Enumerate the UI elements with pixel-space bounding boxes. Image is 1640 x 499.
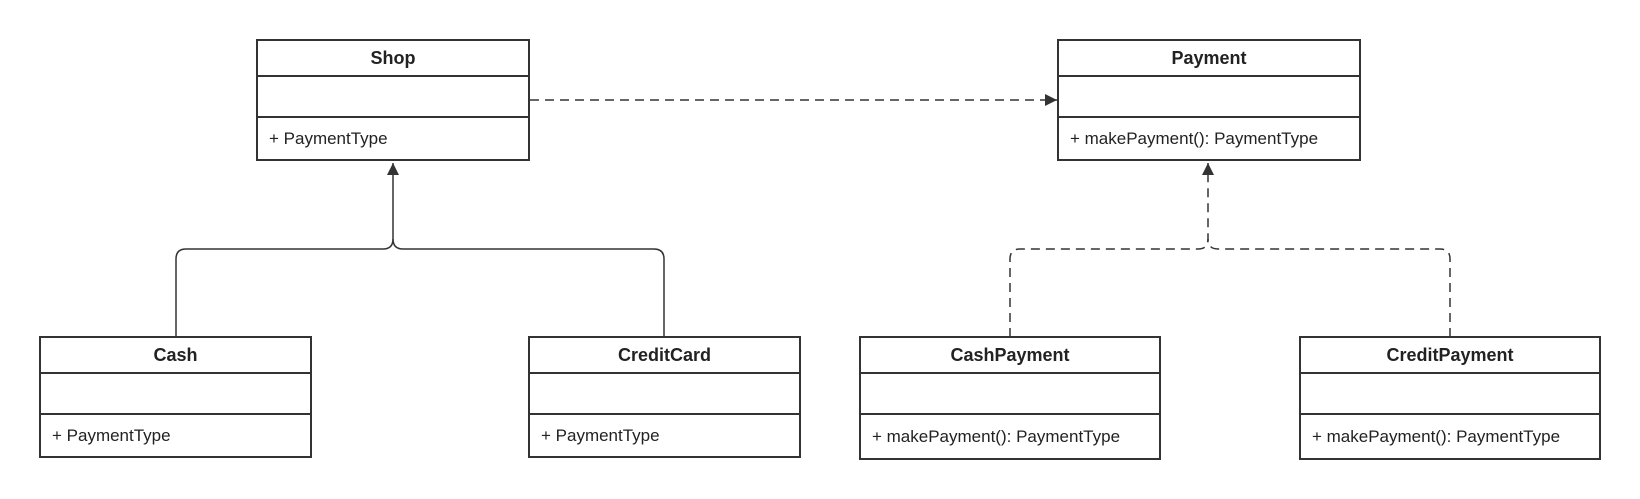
class-name: CashPayment bbox=[861, 338, 1159, 374]
class-cash[interactable]: Cash + PaymentType bbox=[39, 336, 312, 458]
class-name: Payment bbox=[1059, 41, 1359, 77]
operation-text: + PaymentType bbox=[541, 425, 660, 445]
operation-text: + makePayment(): PaymentType bbox=[1312, 426, 1561, 446]
class-shop[interactable]: Shop + PaymentType bbox=[256, 39, 530, 161]
realization-creditpayment-payment bbox=[1207, 238, 1451, 337]
class-creditpayment[interactable]: CreditPayment + makePayment(): PaymentTy… bbox=[1299, 336, 1601, 460]
operation-text: + PaymentType bbox=[269, 128, 388, 148]
operation-text: + makePayment(): PaymentType bbox=[872, 426, 1121, 446]
realization-cashpayment-payment bbox=[1009, 163, 1214, 337]
class-name: CreditCard bbox=[530, 338, 799, 374]
attributes-compartment bbox=[258, 77, 528, 118]
class-cashpayment[interactable]: CashPayment + makePayment(): PaymentType bbox=[859, 336, 1161, 460]
attributes-compartment bbox=[1059, 77, 1359, 118]
inheritance-cash-shop bbox=[175, 163, 399, 337]
attributes-compartment bbox=[530, 374, 799, 415]
attributes-compartment bbox=[41, 374, 310, 415]
class-name: CreditPayment bbox=[1301, 338, 1599, 374]
operation-text: + PaymentType bbox=[52, 425, 171, 445]
attributes-compartment bbox=[1301, 374, 1599, 415]
inheritance-creditcard-shop bbox=[392, 238, 665, 337]
class-creditcard[interactable]: CreditCard + PaymentType bbox=[528, 336, 801, 458]
class-payment[interactable]: Payment + makePayment(): PaymentType bbox=[1057, 39, 1361, 161]
operation-text: + makePayment(): PaymentType bbox=[1070, 128, 1319, 148]
class-name: Shop bbox=[258, 41, 528, 77]
class-name: Cash bbox=[41, 338, 310, 374]
attributes-compartment bbox=[861, 374, 1159, 415]
